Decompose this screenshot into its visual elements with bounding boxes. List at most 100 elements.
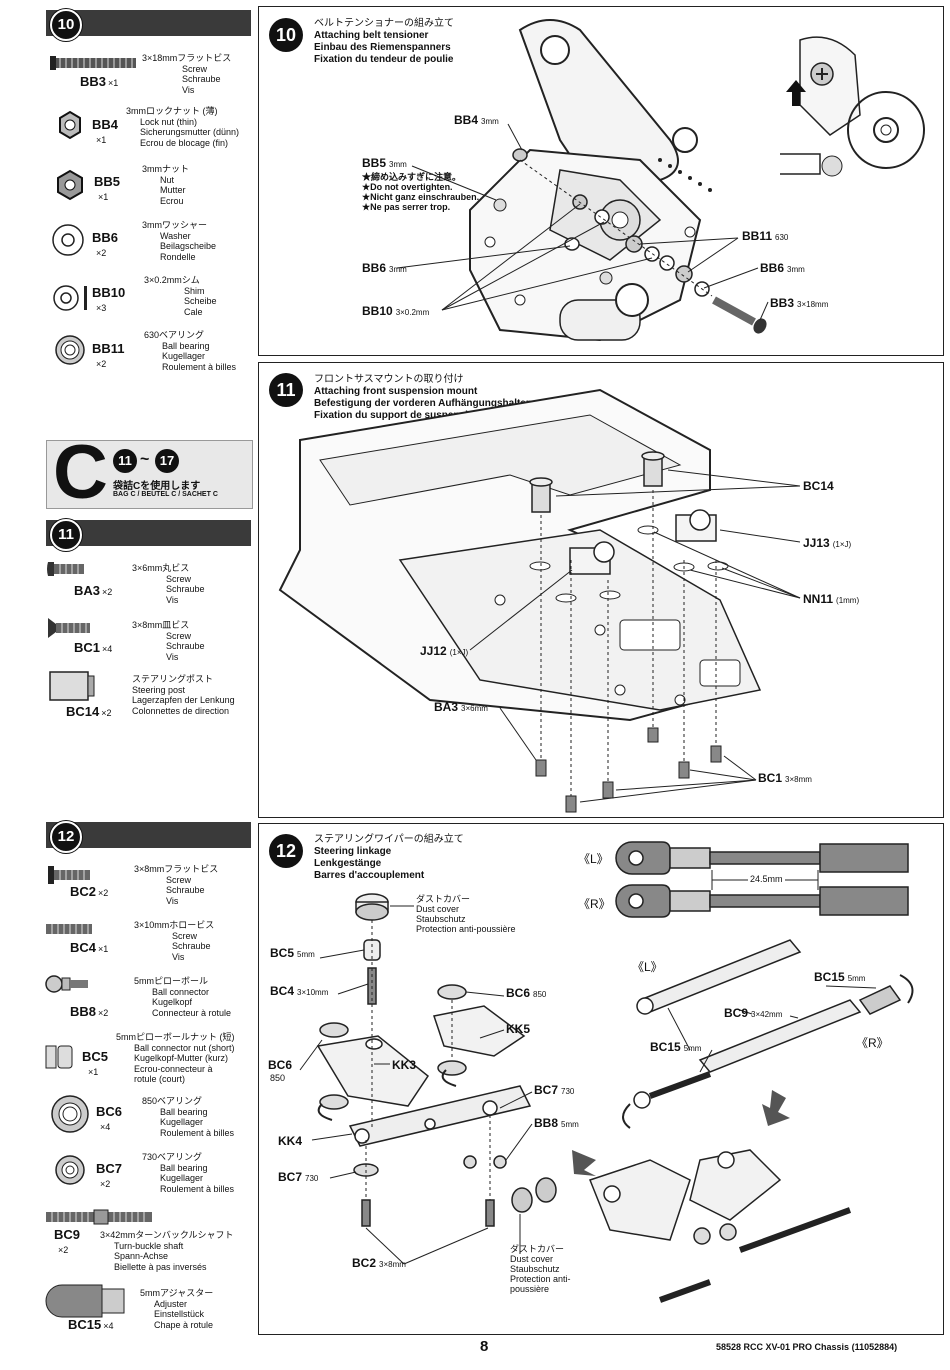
label-right-small: 《R》 <box>856 1036 889 1050</box>
bag-tilde: ~ <box>140 451 150 468</box>
part-qty: ×2 <box>96 359 107 369</box>
label-left-small: 《L》 <box>632 960 663 974</box>
ball-nut-icon <box>45 1045 73 1069</box>
part-qty: ×2 <box>58 1245 69 1255</box>
part-qty: ×4 <box>100 1122 111 1132</box>
step-12-number: 12 <box>269 834 303 868</box>
bearing-850-icon <box>51 1095 89 1133</box>
inset-detail <box>777 27 929 177</box>
hollow-screw-icon <box>46 924 92 934</box>
label-bc14: BC14 <box>803 479 834 493</box>
dimension-label: 24.5mm <box>748 874 785 884</box>
part-code: BB6 <box>92 230 119 245</box>
part-code: BC5 <box>82 1049 109 1064</box>
dust-cover-label-2: ダストカバー Dust cover Staubschutz Protection… <box>510 1244 571 1294</box>
part-code: BC9 <box>54 1227 81 1242</box>
part-code: BA3×2 <box>74 583 113 598</box>
label-kk5: KK5 <box>506 1022 531 1036</box>
part-code: BC4×1 <box>70 940 109 955</box>
bb3-screw <box>712 296 767 334</box>
part-code: BC2×2 <box>70 884 109 899</box>
bag-jp-text: 袋詰Cを使用します <box>113 481 201 492</box>
bag-en-text: BAG C / BEUTEL C / SACHET C <box>113 491 218 498</box>
section-12-number: 12 <box>50 821 82 853</box>
bag-from-step: 11 <box>113 449 137 473</box>
label-nn11: NN11(1mm) <box>803 592 860 606</box>
turnbuckle-shaft-icon <box>46 1209 152 1225</box>
ball-connector-icon <box>45 975 88 993</box>
part-desc: 3mmロックナット (薄)Lock nut (thin)Sicherungsmu… <box>126 106 240 148</box>
part-code: BB10 <box>92 285 126 300</box>
label-kk4: KK4 <box>278 1134 303 1148</box>
footer-text: 58528 RCC XV-01 PRO Chassis (11052884) <box>716 1342 898 1352</box>
part-qty: ×1 <box>96 135 107 145</box>
part-desc: 5mmピローボールナット (短)Ball connector nut (shor… <box>116 1032 235 1084</box>
label-left-linkage: 《L》 <box>578 852 609 866</box>
step-11-title: フロントサスマウントの取り付け Attaching front suspensi… <box>314 374 549 421</box>
bag-letter: C <box>53 430 108 515</box>
part-code: BB11 <box>92 341 125 356</box>
part-code: BC7 <box>96 1161 123 1176</box>
part-code: BB4 <box>92 117 119 132</box>
step-10-title: ベルトテンショナーの組み立て Attaching belt tensioner … <box>314 18 454 65</box>
bag-to-step: 17 <box>155 449 179 473</box>
part-qty: ×3 <box>96 303 107 313</box>
label-jj13: JJ13(1×J) <box>803 536 852 550</box>
label-bc6-left: BC6 <box>268 1058 293 1072</box>
part-qty: ×1 <box>88 1067 99 1077</box>
section-11-number: 11 <box>50 519 82 551</box>
flat-screw-icon <box>48 866 90 884</box>
part-qty: ×2 <box>100 1179 111 1189</box>
bearing-730-icon <box>55 1155 85 1185</box>
part-code: BC15×4 <box>68 1317 114 1332</box>
label-jj12: JJ12(1×J) <box>420 644 469 658</box>
bag-c-box: C 11 ~ 17 袋詰Cを使用します BAG C / BEUTEL C / S… <box>46 433 253 513</box>
label-bc6-left-size: 850 <box>270 1073 286 1083</box>
adjuster-icon <box>45 1284 125 1318</box>
label-kk3: KK3 <box>392 1058 417 1072</box>
step-12-title: ステアリングワイパーの組み立て Steering linkage Lenkges… <box>314 834 464 881</box>
part-code: BB3×1 <box>80 74 119 89</box>
part-code: BC14×2 <box>66 704 112 719</box>
dust-cover-label: ダストカバー Dust cover Staubschutz Protection… <box>416 894 516 934</box>
